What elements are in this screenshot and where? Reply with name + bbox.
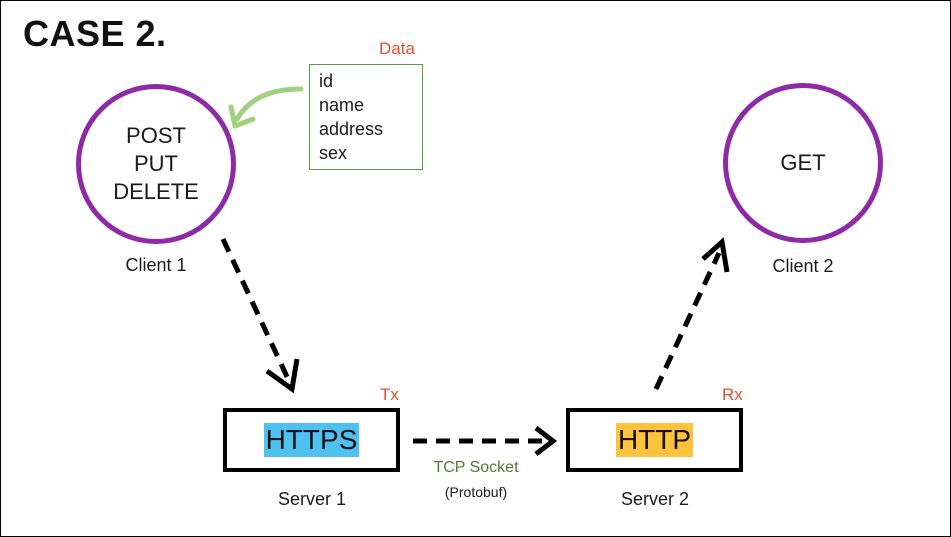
client1-to-server1-arrow <box>220 237 292 383</box>
rx-tag: Rx <box>722 385 743 404</box>
http-protocol-label: HTTP <box>615 423 694 457</box>
server1-label: Server 1 <box>277 489 347 509</box>
data-fields-box: id name address sex <box>309 64 423 170</box>
server2-node: HTTP <box>566 408 743 472</box>
data-field: sex <box>319 143 348 163</box>
https-protocol-label: HTTPS <box>263 423 360 457</box>
client1-to-server1-arrow-head <box>265 358 300 394</box>
data-field: id <box>319 71 334 91</box>
tcp-socket-label: TCP Socket <box>433 459 519 476</box>
tx-tag: Tx <box>380 385 399 404</box>
data-arrow-head <box>228 104 256 129</box>
server2-to-client2-arrow-head <box>701 237 730 273</box>
method-get: GET <box>780 150 826 175</box>
protobuf-label: (Protobuf) <box>444 484 508 500</box>
client2-node: GET <box>723 83 883 243</box>
client1-label: Client 1 <box>125 255 187 275</box>
server1-node: HTTPS <box>223 408 400 472</box>
method-post: POST <box>126 123 186 148</box>
data-field: name <box>319 95 365 115</box>
method-delete: DELETE <box>113 179 199 204</box>
server2-label: Server 2 <box>620 489 690 509</box>
client2-label: Client 2 <box>772 256 834 276</box>
page-title: CASE 2. <box>23 13 167 54</box>
data-to-client1-arrow <box>234 86 304 122</box>
server1-to-server2-arrow-head <box>534 426 558 456</box>
method-put: PUT <box>134 151 178 176</box>
client1-node: POST PUT DELETE <box>76 84 236 244</box>
data-title: Data <box>379 39 415 58</box>
server2-to-client2-arrow <box>653 251 722 391</box>
data-field: address <box>319 119 384 139</box>
